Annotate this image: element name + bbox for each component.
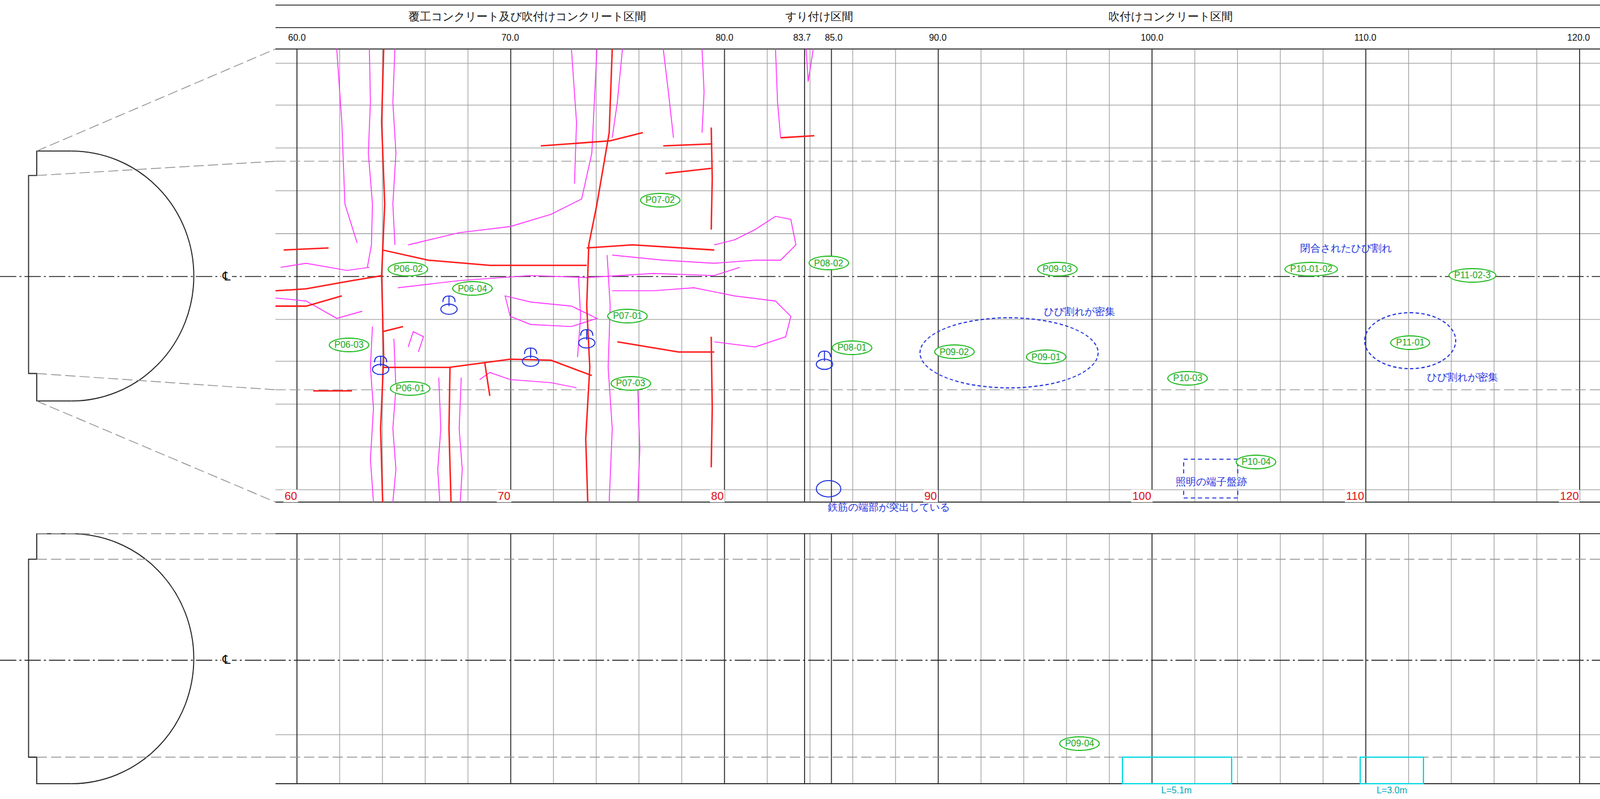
area-note: ひび割れが密集 (1042, 306, 1117, 318)
station-number: 120.0 (1566, 32, 1591, 43)
photo-number: P08-02 (814, 258, 844, 269)
dense-crack-area: ひび割れが密集P11-01 (1364, 312, 1456, 370)
centerline-mark: ℄ (221, 653, 232, 668)
tunnel-cross-section (28, 151, 195, 785)
station-number: 100.0 (1139, 32, 1165, 43)
photo-point: P07-02 (639, 192, 681, 208)
leak-symbols (372, 295, 1238, 498)
photo-number: P07-02 (645, 195, 675, 206)
dense-crack-area: ひび割れが密集P09-02P09-01 (919, 317, 1099, 389)
photo-point: P09-01 (1025, 349, 1067, 365)
photo-point: P11-02-3 (1448, 268, 1497, 283)
station-number: 90.0 (927, 32, 948, 43)
photo-number: P09-03 (1042, 264, 1073, 275)
photo-number: P06-03 (334, 340, 364, 351)
note-text: 照明の端子盤跡 (1174, 476, 1249, 489)
station-number: 60.0 (286, 32, 307, 43)
photo-point: P10-04 (1235, 454, 1277, 470)
note-text: 鉄筋の端部が突出している (826, 502, 952, 514)
photo-number: P11-02-3 (1454, 270, 1491, 281)
photo-number: P07-03 (616, 378, 646, 389)
station-number: 80.0 (714, 32, 735, 43)
photo-point: P09-03 (1037, 261, 1078, 277)
section-heading: 覆工コンクリート及び吹付けコンクリート区間 (407, 10, 648, 23)
photo-number: P06-02 (393, 264, 424, 275)
section-heading: すり付け区間 (784, 10, 855, 23)
photo-number: P09-04 (1064, 738, 1095, 750)
span-number: 110 (1344, 489, 1366, 503)
photo-point: P10-03 (1167, 371, 1208, 386)
span-number: 80 (710, 489, 725, 503)
photo-point: P07-01 (607, 308, 648, 324)
photo-point: P09-02 (934, 344, 975, 360)
crack-lines (275, 49, 815, 503)
photo-number: P06-04 (457, 284, 488, 295)
photo-point: P06-02 (387, 261, 429, 277)
photo-point: P08-01 (831, 340, 873, 356)
photo-point: P06-03 (328, 337, 370, 353)
length-label: L=5.1m (1160, 785, 1194, 797)
station-number: 110.0 (1353, 32, 1378, 43)
span-number: 60 (283, 489, 299, 503)
photo-point: P08-02 (808, 255, 850, 271)
span-number: 90 (923, 489, 939, 503)
photo-number: P11-01 (1396, 337, 1425, 348)
photo-number: P10-04 (1241, 457, 1271, 468)
area-note: ひび割れが密集 (1425, 372, 1500, 384)
photo-point: P09-04 (1059, 736, 1100, 752)
span-number: 70 (496, 489, 512, 503)
photo-number: P10-01-02 (1289, 264, 1333, 275)
photo-point: P11-01 (1390, 335, 1431, 351)
station-number: 83.7 (792, 32, 812, 43)
photo-number: P09-02 (939, 347, 970, 358)
photo-point: P06-01 (389, 381, 431, 397)
photo-number: P09-01 (1031, 352, 1061, 363)
centerline-mark: ℄ (221, 269, 232, 284)
station-number: 85.0 (823, 32, 844, 43)
length-label: L=3.0m (1375, 785, 1409, 797)
photo-number: P10-03 (1173, 373, 1203, 384)
photo-number: P06-01 (395, 383, 425, 394)
photo-number: P07-01 (612, 311, 643, 322)
grid (0, 5, 1600, 785)
photo-number: P08-01 (837, 342, 867, 354)
projection-lines (36, 49, 276, 758)
note-text: 閉合されたひび割れ (1299, 243, 1393, 255)
repair-length-boxes (1122, 757, 1424, 785)
photo-point: P06-04 (452, 281, 493, 296)
photo-point: P10-01-02 (1284, 261, 1339, 277)
span-number: 100 (1131, 489, 1153, 503)
deterioration-outline (275, 49, 814, 503)
span-number: 120 (1558, 489, 1580, 503)
section-heading: 吹付けコンクリート区間 (1107, 10, 1234, 23)
station-number: 70.0 (500, 32, 520, 43)
photo-point: P07-03 (610, 376, 652, 391)
